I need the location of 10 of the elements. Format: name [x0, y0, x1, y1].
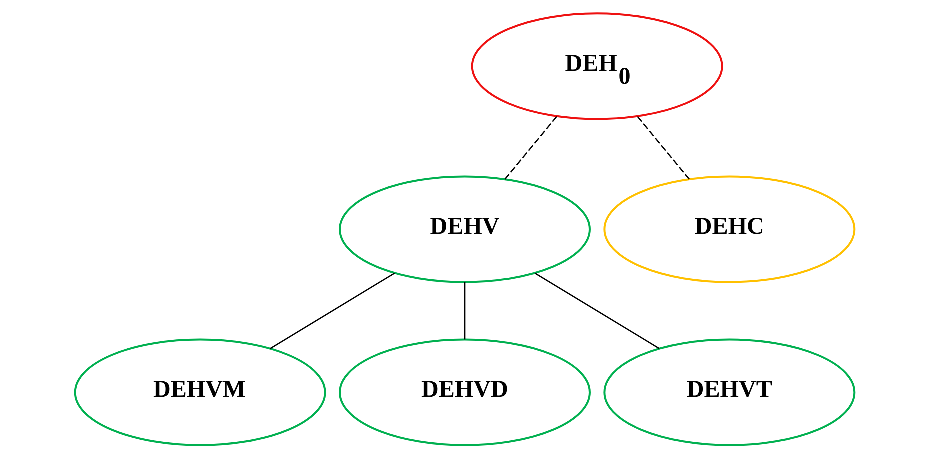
- node-ellipse: DEHV: [338, 176, 590, 284]
- node-ellipse: DEHC: [603, 176, 856, 284]
- node-ellipse: DEHVT: [603, 338, 856, 446]
- connector: [504, 116, 557, 180]
- connector: [534, 272, 660, 350]
- connector: [636, 116, 690, 180]
- node-ellipse: DEHVM: [74, 338, 326, 446]
- node-ellipse: DEHVD: [338, 338, 590, 446]
- connector: [270, 272, 395, 350]
- connector: [464, 282, 466, 340]
